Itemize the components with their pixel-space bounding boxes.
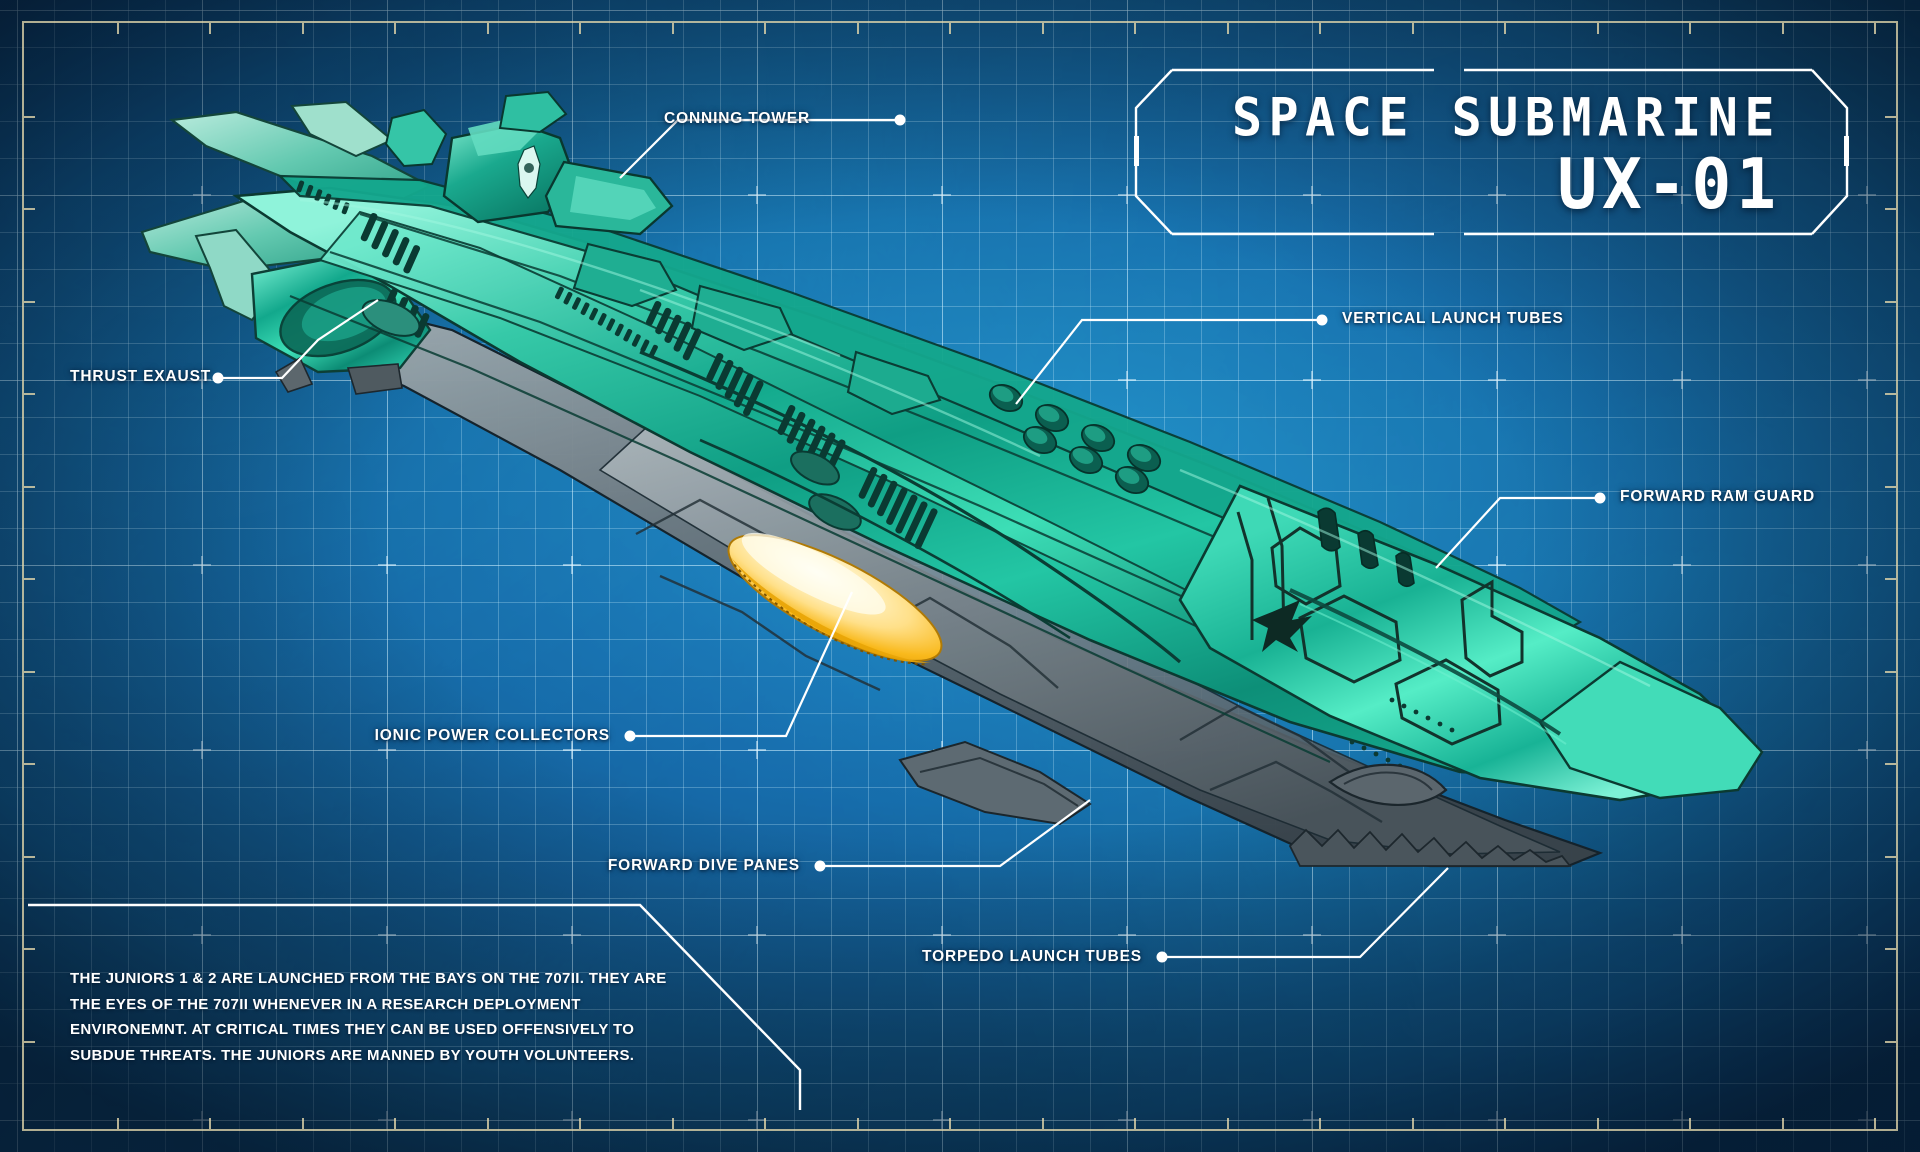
description-line-4: SUBDUE THREATS. THE JUNIORS ARE MANNED B…: [70, 1046, 635, 1064]
callout-label-torpedo-launch-tubes: TORPEDO LAUNCH TUBES: [922, 948, 1142, 965]
callout-label-forward-ram-guard: FORWARD RAM GUARD: [1620, 488, 1815, 505]
main-title: SPACE SUBMARINE: [1231, 86, 1781, 149]
callout-label-vertical-launch-tubes: VERTICAL LAUNCH TUBES: [1342, 310, 1564, 327]
frame-tick-marks: [24, 23, 1896, 1129]
callout-dots: [212, 114, 1606, 963]
leader-forward-ram-guard: [1435, 496, 1600, 569]
description-line-3: ENVIRONEMNT. AT CRITICAL TIMES THEY CAN …: [70, 1021, 635, 1038]
title-panel-border: [1134, 68, 1849, 236]
description-line-1: THE JUNIORS 1 & 2 ARE LAUNCHED FROM THE …: [70, 970, 667, 987]
callout-label-conning-tower: CONNING TOWER: [664, 110, 810, 127]
blueprint-frame-border: [22, 21, 1898, 1131]
leader-thrust-exaust: [218, 299, 379, 380]
description-block: THE JUNIORS 1 & 2 ARE LAUNCHED FROM THE …: [70, 966, 670, 1068]
callout-label-forward-dive-panes: FORWARD DIVE PANES: [607, 857, 800, 874]
title-text-block: SPACE SUBMARINE UX-01: [1231, 86, 1781, 219]
callout-label-ionic-power-collectors: IONIC POWER COLLECTORS: [374, 727, 610, 744]
leader-conning-tower: [619, 118, 900, 179]
leader-torpedo-launch-tubes: [1162, 867, 1449, 959]
leader-ionic-power-collectors: [630, 591, 853, 738]
description-line-2: THE EYES OF THE 707II WHENEVER IN A RESE…: [70, 995, 581, 1013]
designation-title: UX-01: [1557, 143, 1781, 226]
leader-vertical-launch-tubes: [1015, 318, 1322, 405]
title-panel: SPACE SUBMARINE UX-01: [1134, 68, 1849, 275]
leader-forward-dive-panes: [820, 799, 1091, 868]
description-divider-line: [28, 903, 802, 1110]
callout-label-thrust-exaust: THRUST EXAUST: [70, 368, 212, 385]
